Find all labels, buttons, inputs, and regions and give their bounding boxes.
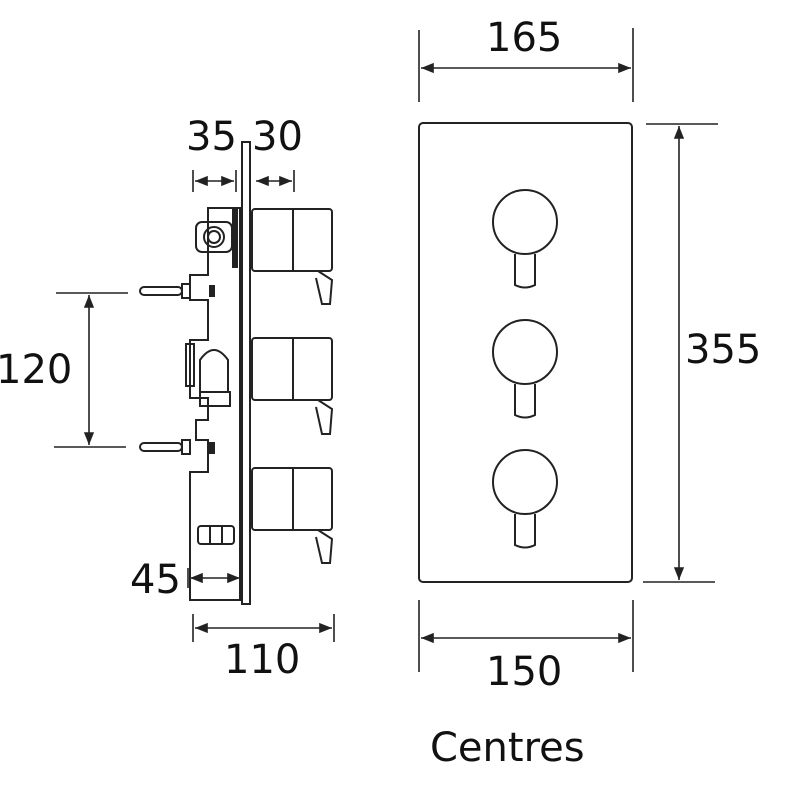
dim-label-45: 45 [130,557,181,603]
side-handle-top [251,208,334,305]
side-handle-bottom [251,467,334,564]
dim-label-30: 30 [252,114,303,160]
dim-label-150: 150 [486,649,563,695]
front-view [418,122,633,583]
dim-label-35: 35 [186,114,237,160]
side-handle-mid [251,337,334,435]
front-handle-mid [492,319,558,419]
centres-caption: Centres [430,725,585,771]
dim-label-110: 110 [224,637,301,683]
faceplate [418,122,633,583]
side-dimension-lines [54,170,335,642]
front-handle-bottom [492,449,558,549]
front-handle-top [492,189,558,289]
dim-label-165: 165 [486,15,563,61]
side-view [139,141,334,605]
dim-label-355: 355 [685,327,762,373]
front-dimension-lines [418,28,718,672]
dim-label-120: 120 [0,347,73,393]
